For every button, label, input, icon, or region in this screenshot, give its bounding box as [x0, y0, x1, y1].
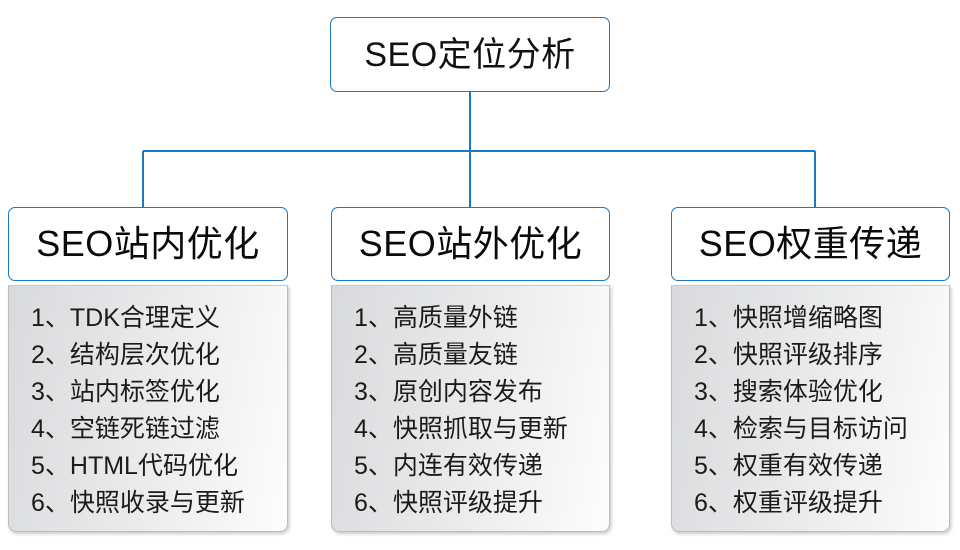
- root-node-label: SEO定位分析: [364, 35, 576, 74]
- branch-column-seo-offsite: SEO站外优化 1、高质量外链 2、高质量友链 3、原创内容发布 4、快照抓取与…: [331, 207, 610, 532]
- root-node[interactable]: SEO定位分析: [330, 17, 610, 92]
- branch-body-seo-onsite: 1、TDK合理定义 2、结构层次优化 3、站内标签优化 4、空链死链过滤 5、H…: [8, 285, 288, 532]
- branch-header-seo-offsite[interactable]: SEO站外优化: [331, 207, 610, 281]
- branch-header-label: SEO站内优化: [36, 223, 260, 264]
- list-item: 1、快照增缩略图: [694, 304, 883, 332]
- list-item: 3、原创内容发布: [354, 378, 543, 406]
- list-item: 5、权重有效传递: [694, 452, 883, 480]
- list-item: 4、检索与目标访问: [694, 415, 908, 443]
- list-item: 2、快照评级排序: [694, 341, 883, 369]
- list-item: 3、搜索体验优化: [694, 378, 883, 406]
- branch-column-seo-weight: SEO权重传递 1、快照增缩略图 2、快照评级排序 3、搜索体验优化 4、检索与…: [671, 207, 950, 532]
- branch-body-seo-weight: 1、快照增缩略图 2、快照评级排序 3、搜索体验优化 4、检索与目标访问 5、权…: [671, 285, 950, 532]
- list-item: 2、高质量友链: [354, 341, 518, 369]
- list-item: 1、高质量外链: [354, 304, 518, 332]
- list-item: 6、快照评级提升: [354, 489, 543, 517]
- branch-column-seo-onsite: SEO站内优化 1、TDK合理定义 2、结构层次优化 3、站内标签优化 4、空链…: [8, 207, 288, 532]
- list-item: 6、权重评级提升: [694, 489, 883, 517]
- list-item: 6、快照收录与更新: [31, 489, 245, 517]
- list-item: 4、空链死链过滤: [31, 415, 220, 443]
- list-item: 3、站内标签优化: [31, 378, 220, 406]
- branch-header-label: SEO权重传递: [698, 223, 923, 264]
- list-item: 5、HTML代码优化: [31, 452, 238, 480]
- list-item: 4、快照抓取与更新: [354, 415, 568, 443]
- list-item: 2、结构层次优化: [31, 341, 220, 369]
- list-item: 5、内连有效传递: [354, 452, 543, 480]
- branch-header-seo-onsite[interactable]: SEO站内优化: [8, 207, 288, 281]
- branch-body-seo-offsite: 1、高质量外链 2、高质量友链 3、原创内容发布 4、快照抓取与更新 5、内连有…: [331, 285, 610, 532]
- branch-header-label: SEO站外优化: [358, 223, 583, 264]
- branch-header-seo-weight[interactable]: SEO权重传递: [671, 207, 950, 281]
- list-item: 1、TDK合理定义: [31, 304, 220, 332]
